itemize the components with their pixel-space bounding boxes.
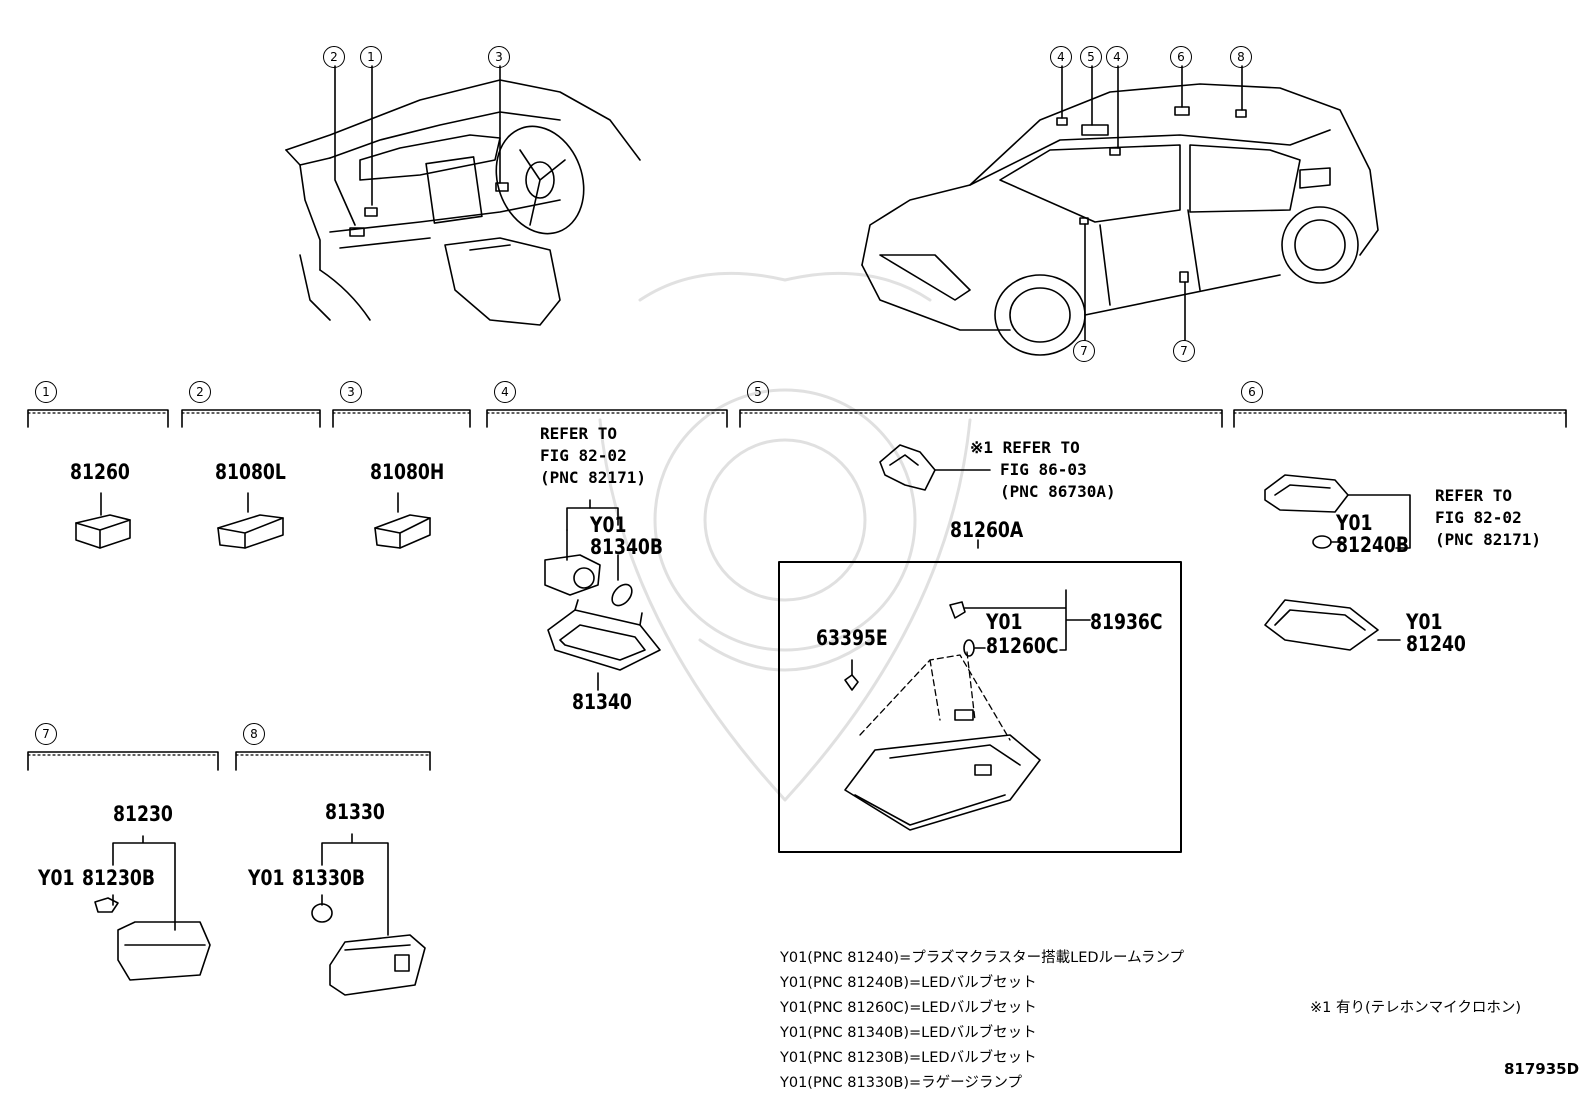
car-callout-4a: 4 xyxy=(1050,46,1072,68)
group6-variant2-label: Y01 xyxy=(1406,610,1443,634)
note-line-4: Y01(PNC 81340B)=LEDバルブセット xyxy=(780,1025,1037,1041)
part-number-81260C[interactable]: 81260C xyxy=(986,634,1059,658)
group6-variant-label: Y01 xyxy=(1336,511,1373,535)
part-number-81330B[interactable]: 81330B xyxy=(292,866,366,890)
group8-variant-label: Y01 xyxy=(248,866,285,890)
part-number-81936C[interactable]: 81936C xyxy=(1090,610,1163,634)
note-line-6: Y01(PNC 81330B)=ラゲージランプ xyxy=(780,1075,1022,1091)
note-line-5: Y01(PNC 81230B)=LEDバルブセット xyxy=(780,1050,1037,1066)
group4-drawing xyxy=(544,499,661,691)
part-number-81240[interactable]: 81240 xyxy=(1406,632,1466,656)
part-number-81080L[interactable]: 81080L xyxy=(215,460,286,484)
group5-refer-line1: ※1 REFER TO xyxy=(970,438,1080,457)
group7-variant-label: Y01 xyxy=(38,866,75,890)
group5-refer-line2: FIG 86-03 xyxy=(1000,460,1087,479)
group8-drawing xyxy=(311,833,426,996)
part-number-81230[interactable]: 81230 xyxy=(113,802,173,826)
part-number-81330[interactable]: 81330 xyxy=(325,800,385,824)
group4-refer-line1: REFER TO xyxy=(540,424,618,443)
part-number-81260A[interactable]: 81260A xyxy=(950,518,1024,542)
group6-drawing xyxy=(1264,474,1411,651)
group-8-number: 8 xyxy=(243,723,265,745)
group-4-number: 4 xyxy=(494,381,516,403)
part-number-63395E[interactable]: 63395E xyxy=(816,626,888,650)
car-callout-7b: 7 xyxy=(1173,340,1195,362)
group-brackets xyxy=(27,409,1567,771)
footnote: ※1 有り(テレホンマイクロホン) xyxy=(1310,1000,1522,1016)
group7-drawing xyxy=(94,835,211,981)
group6-refer-line2: FIG 82-02 xyxy=(1435,508,1522,527)
part-number-81080H[interactable]: 81080H xyxy=(370,460,445,484)
group6-refer-line3: (PNC 82171) xyxy=(1435,530,1541,549)
car-callout-4b: 4 xyxy=(1106,46,1128,68)
part-81080H-drawing xyxy=(374,492,431,549)
group4-variant-label: Y01 xyxy=(590,513,627,537)
note-line-1: Y01(PNC 81240)=プラズマクラスター搭載LEDルームランプ xyxy=(780,950,1184,966)
part-number-81240B[interactable]: 81240B xyxy=(1336,533,1410,557)
group-2-number: 2 xyxy=(189,381,211,403)
car-callout-8: 8 xyxy=(1230,46,1252,68)
group5-drawing xyxy=(778,444,1182,853)
car-callout-5: 5 xyxy=(1080,46,1102,68)
part-number-81340B[interactable]: 81340B xyxy=(590,535,664,559)
group5-variant-label: Y01 xyxy=(986,610,1023,634)
group-1-number: 1 xyxy=(35,381,57,403)
dashboard-illustration xyxy=(285,65,641,326)
part-number-81260[interactable]: 81260 xyxy=(70,460,130,484)
group-7-number: 7 xyxy=(35,723,57,745)
car-callout-7a: 7 xyxy=(1073,340,1095,362)
watermark-emblem xyxy=(598,271,972,802)
car-callout-6: 6 xyxy=(1170,46,1192,68)
part-81080L-drawing xyxy=(217,492,284,549)
note-line-3: Y01(PNC 81260C)=LEDバルブセット xyxy=(780,1000,1037,1016)
part-number-81340[interactable]: 81340 xyxy=(572,690,632,714)
group5-refer-line3: (PNC 86730A) xyxy=(1000,482,1116,501)
dashboard-callout-2: 2 xyxy=(323,46,345,68)
dashboard-callout-3: 3 xyxy=(488,46,510,68)
group-3-number: 3 xyxy=(340,381,362,403)
figure-code: 817935D xyxy=(1504,1060,1580,1078)
group6-refer-line1: REFER TO xyxy=(1435,486,1513,505)
group-5-number: 5 xyxy=(747,381,769,403)
group4-refer-line2: FIG 82-02 xyxy=(540,446,627,465)
part-number-81230B[interactable]: 81230B xyxy=(82,866,156,890)
car-illustration xyxy=(861,65,1379,356)
part-81260-drawing xyxy=(75,492,131,549)
group4-refer-line3: (PNC 82171) xyxy=(540,468,646,487)
note-line-2: Y01(PNC 81240B)=LEDバルブセット xyxy=(780,975,1037,991)
dashboard-callout-1: 1 xyxy=(360,46,382,68)
group-6-number: 6 xyxy=(1241,381,1263,403)
